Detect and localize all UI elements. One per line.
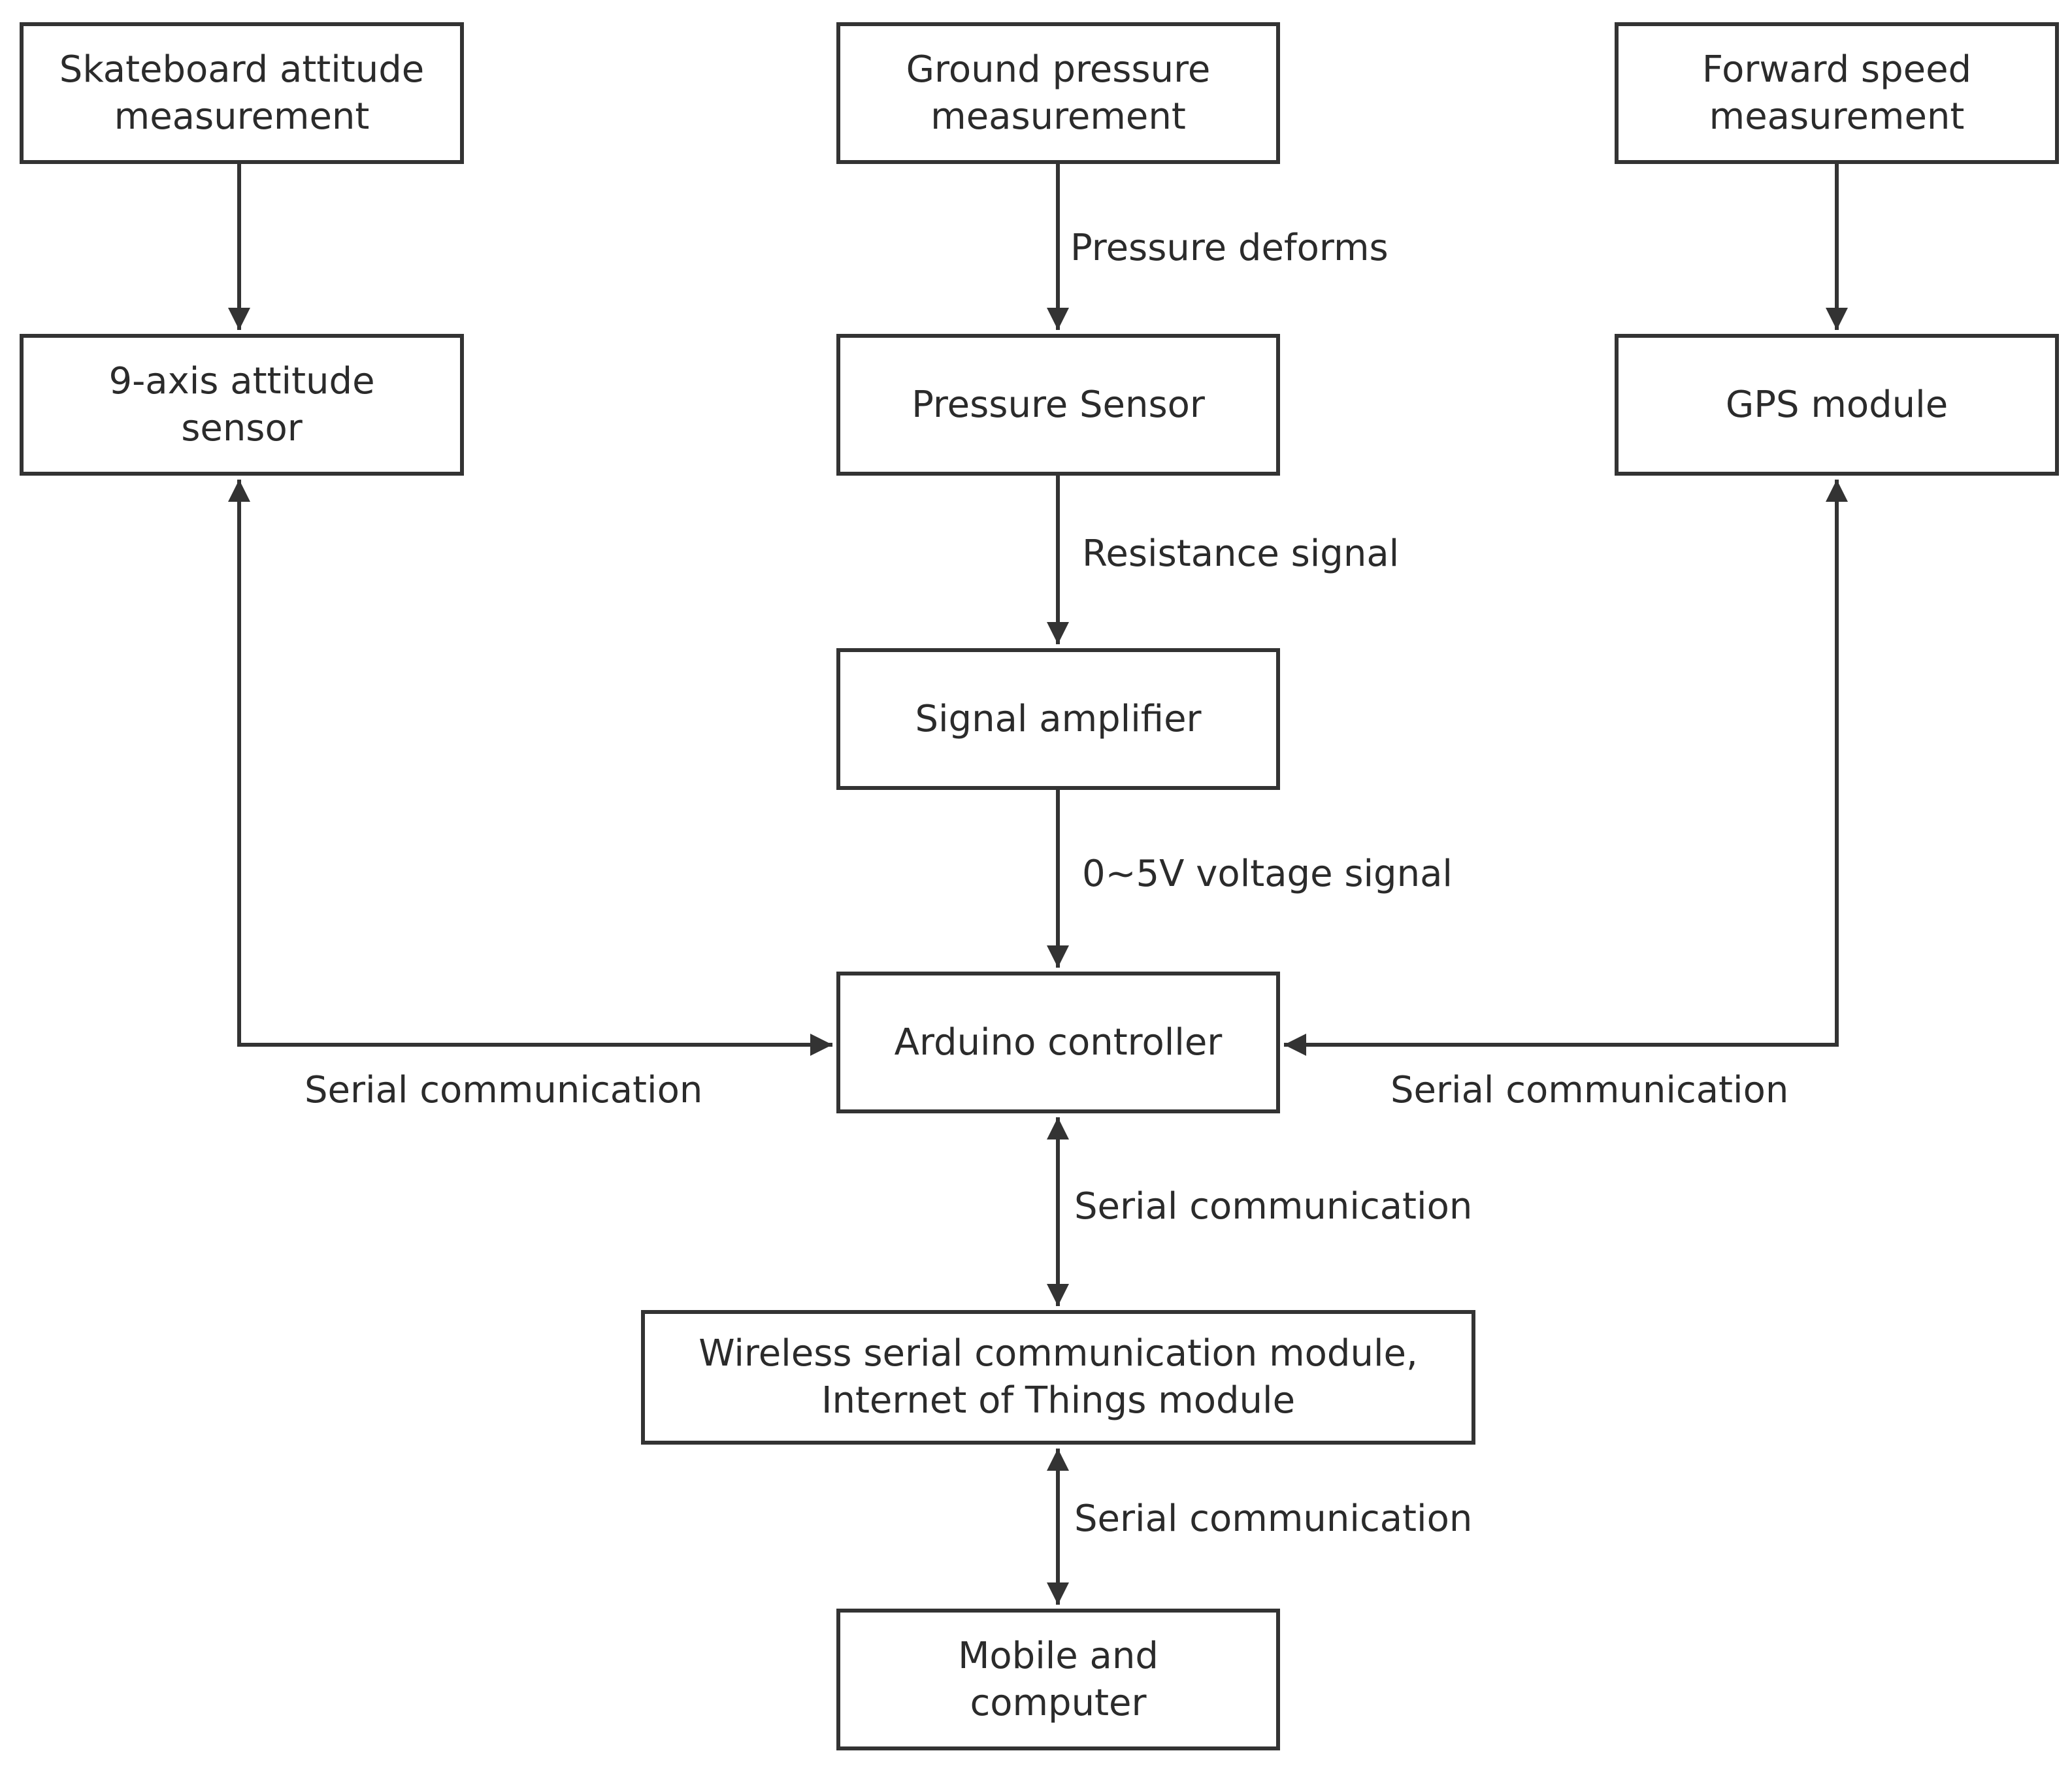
node-label: Wireless serial communication module, In… xyxy=(699,1332,1418,1422)
node-label: GPS module xyxy=(1725,383,1949,426)
node-9-axis-attitude-sensor: 9-axis attitude sensor xyxy=(20,334,464,476)
node-skateboard-attitude-measurement: Skateboard attitude measurement xyxy=(20,22,464,164)
edge-label-pressure-deforms: Pressure deforms xyxy=(1070,227,1389,269)
node-label: Mobile and computer xyxy=(958,1634,1159,1724)
edge-label-serial-communication-left: Serial communication xyxy=(304,1069,703,1111)
edge-label-resistance-signal: Resistance signal xyxy=(1082,533,1400,575)
node-label: Arduino controller xyxy=(894,1021,1223,1064)
node-label: Skateboard attitude measurement xyxy=(59,48,425,138)
node-label: Signal amplifier xyxy=(915,697,1202,740)
node-pressure-sensor: Pressure Sensor xyxy=(836,334,1280,476)
node-label: Pressure Sensor xyxy=(912,383,1205,426)
node-arduino-controller: Arduino controller xyxy=(836,972,1280,1113)
arrow-attitude-sensor-to-arduino xyxy=(228,480,832,1056)
node-label: Forward speed measurement xyxy=(1702,48,1972,138)
edge-label-serial-communication-wireless-mobile: Serial communication xyxy=(1074,1498,1473,1540)
node-gps-module: GPS module xyxy=(1615,334,2059,476)
node-forward-speed-measurement: Forward speed measurement xyxy=(1615,22,2059,164)
node-label: 9-axis attitude sensor xyxy=(108,359,375,450)
node-signal-amplifier: Signal amplifier xyxy=(836,648,1280,790)
edge-label-serial-communication-controller-wireless: Serial communication xyxy=(1074,1185,1473,1228)
node-label: Ground pressure measurement xyxy=(906,48,1211,138)
arrow-gps-to-arduino xyxy=(1284,480,1848,1056)
node-ground-pressure-measurement: Ground pressure measurement xyxy=(836,22,1280,164)
edge-label-serial-communication-right: Serial communication xyxy=(1390,1069,1789,1111)
node-mobile-and-computer: Mobile and computer xyxy=(836,1609,1280,1750)
edge-label-voltage-signal: 0~5V voltage signal xyxy=(1082,853,1453,895)
node-wireless-serial-communication-module: Wireless serial communication module, In… xyxy=(641,1310,1475,1445)
